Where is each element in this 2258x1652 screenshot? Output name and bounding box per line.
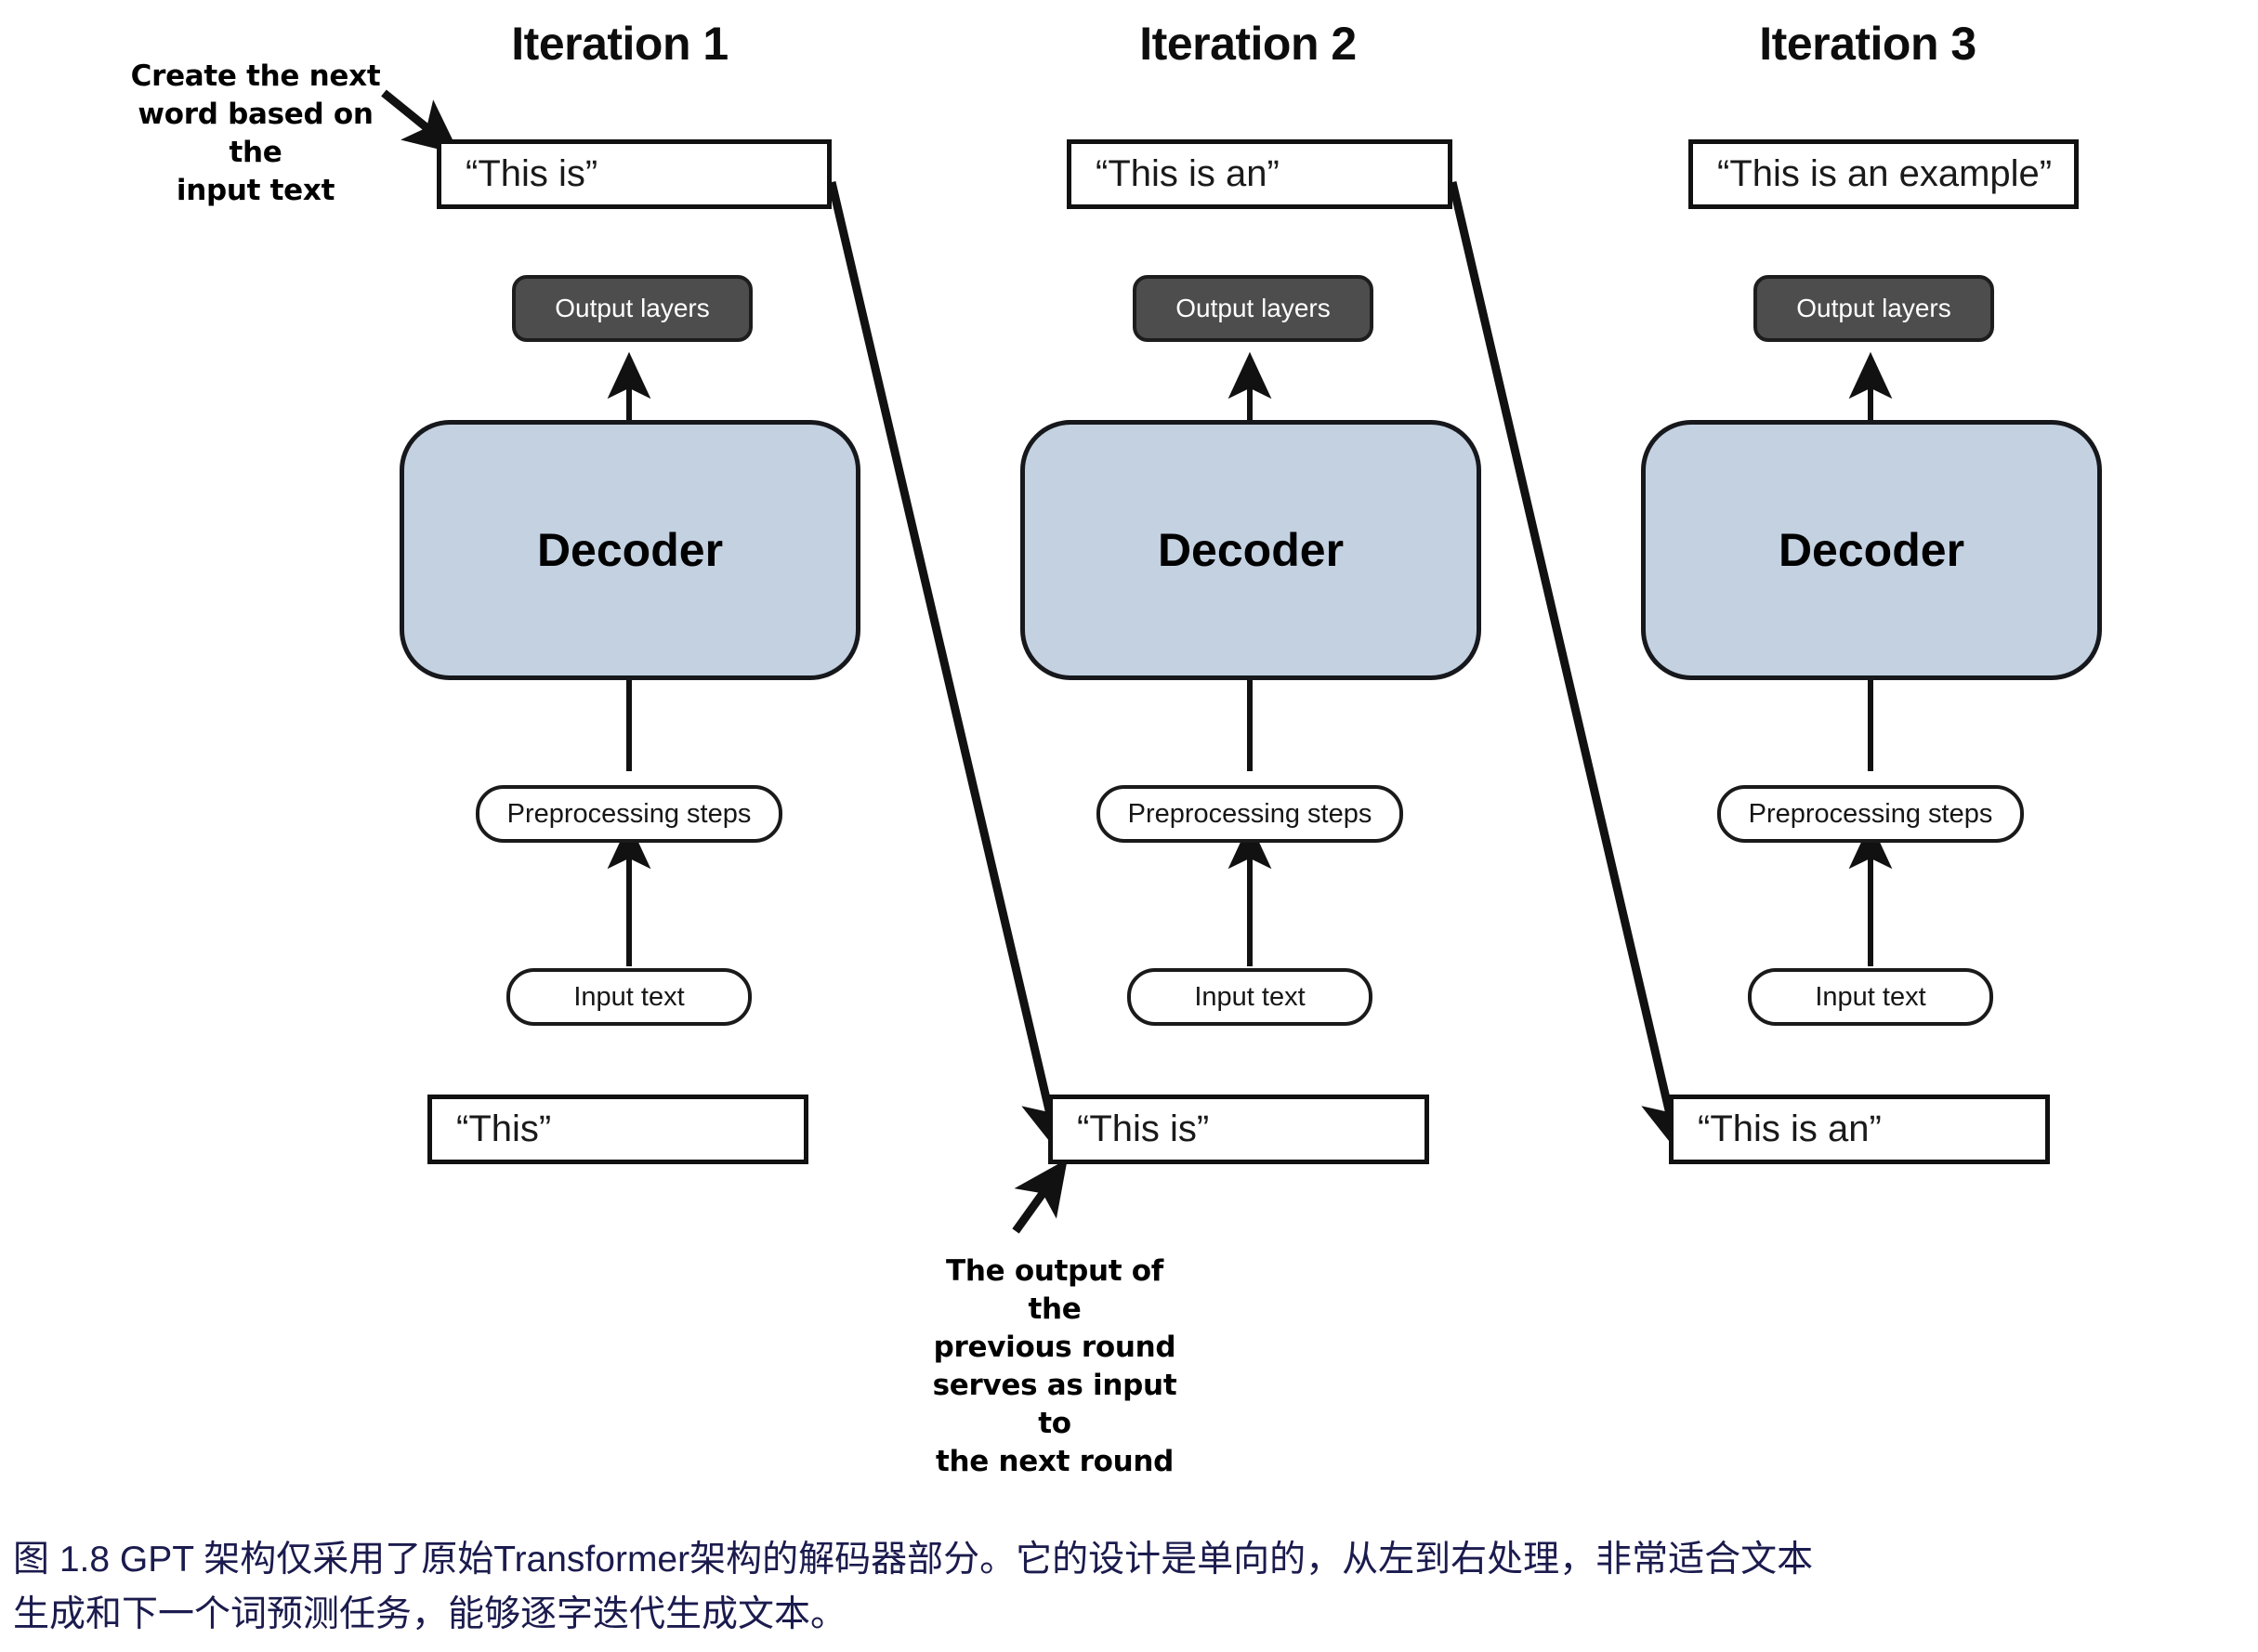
iteration-1-input-box: “This” [427, 1095, 808, 1164]
arrow-iteration2-output-to-iteration3-input [1448, 180, 1692, 1154]
annotation-output-feeds-next-round: The output of the previous round serves … [915, 1252, 1194, 1480]
annotation-line-3: input text [176, 173, 335, 207]
annotation-line-1: Create the next [130, 59, 381, 93]
iteration-1-output-layers: Output layers [512, 275, 753, 342]
annotation-line-3: serves as input to [932, 1368, 1177, 1440]
iteration-1-decoder: Decoder [400, 420, 860, 680]
iteration-3-input-text-node: Input text [1748, 968, 1993, 1026]
iteration-1-input-text-node: Input text [506, 968, 752, 1026]
iteration-3-input-box: “This is an” [1669, 1095, 2050, 1164]
arrow-annotation-top-left-pointer [381, 89, 460, 155]
iteration-1-output-box: “This is” [437, 139, 832, 209]
iteration-2-output-box: “This is an” [1067, 139, 1452, 209]
iteration-3-decoder: Decoder [1641, 420, 2102, 680]
iteration-3-output-layers: Output layers [1753, 275, 1994, 342]
iteration-2-output-layers: Output layers [1133, 275, 1373, 342]
iteration-2-decoder: Decoder [1020, 420, 1481, 680]
iteration-2-title: Iteration 2 [1139, 18, 1357, 70]
annotation-line-2: word based on the [138, 97, 374, 169]
figure-caption: 图 1.8 GPT 架构仅采用了原始Transformer架构的解码器部分。它的… [13, 1533, 2243, 1642]
annotation-line-2: previous round [933, 1330, 1176, 1364]
annotation-create-next-word: Create the next word based on the input … [130, 58, 381, 210]
annotation-line-1: The output of the [946, 1254, 1163, 1326]
annotation-line-4: the next round [935, 1444, 1175, 1478]
figure-caption-line-1: 图 1.8 GPT 架构仅采用了原始Transformer架构的解码器部分。它的… [13, 1540, 1814, 1580]
arrow-annotation-bottom-pointer [1012, 1159, 1068, 1234]
iteration-2-input-box: “This is” [1048, 1095, 1429, 1164]
iteration-3-preprocessing-steps: Preprocessing steps [1717, 785, 2024, 843]
iteration-3-title: Iteration 3 [1759, 18, 1976, 70]
arrow-iteration1-output-to-iteration2-input [827, 180, 1072, 1154]
iteration-1-preprocessing-steps: Preprocessing steps [476, 785, 782, 843]
iteration-1-title: Iteration 1 [511, 18, 729, 70]
iteration-2-preprocessing-steps: Preprocessing steps [1096, 785, 1403, 843]
iteration-2-input-text-node: Input text [1127, 968, 1372, 1026]
iteration-3-output-box: “This is an example” [1688, 139, 2079, 209]
figure-caption-line-2: 生成和下一个词预测任务，能够逐字迭代生成文本。 [13, 1593, 847, 1634]
